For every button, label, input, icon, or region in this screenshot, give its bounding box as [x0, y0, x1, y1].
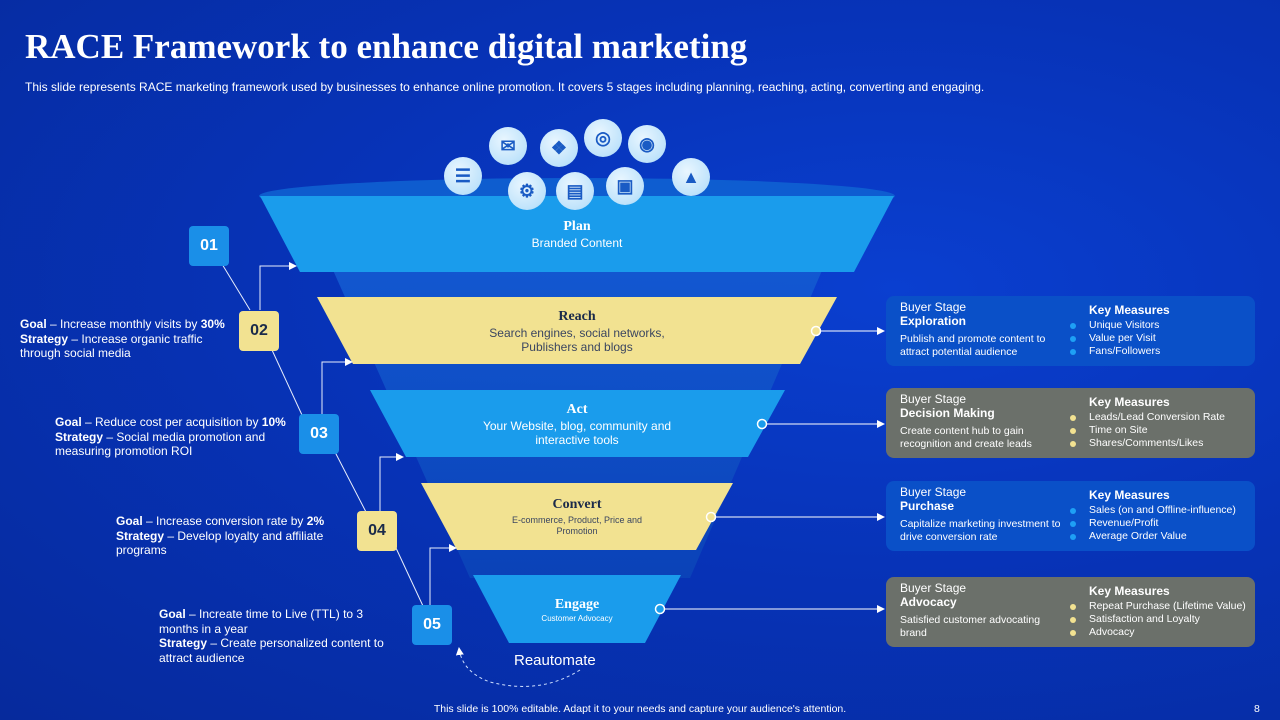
key-measure-item: Average Order Value — [1070, 530, 1236, 543]
stage-number-03: 03 — [299, 414, 339, 454]
growth-chart-icon: ▲ — [672, 158, 710, 196]
key-measure-item: Leads/Lead Conversion Rate — [1069, 411, 1226, 423]
key-measure-item: Value per Visit — [1069, 332, 1160, 345]
stage-reach-desc: Search engines, social networks, Publish… — [489, 326, 665, 354]
connector-03 — [334, 451, 367, 513]
goal-block-reach: Goal – Increase monthly visits by 30% St… — [20, 317, 225, 360]
stage-engage-name: Engage — [554, 597, 600, 612]
arrow-04 — [429, 544, 457, 606]
key-measure-item: Unique Visitors — [1069, 319, 1160, 331]
arrow-02 — [321, 358, 353, 415]
key-measure-item: Shares/Comments/Likes — [1069, 437, 1225, 450]
buyer-stage-name: Exploration — [900, 314, 967, 328]
stage-act-name: Act — [566, 402, 588, 417]
stage-convert-desc: E-commerce, Product, Price and Promotion — [511, 515, 643, 536]
key-measure-item: Fans/Followers — [1069, 345, 1161, 357]
stage-engage-desc: Customer Advocacy — [541, 614, 613, 623]
key-measures-list: Leads/Lead Conversion Rate Time on Site … — [1069, 411, 1226, 450]
stage-reach-name: Reach — [558, 309, 596, 324]
head-gear-icon: ⚙ — [508, 172, 546, 210]
key-measures-list: Unique Visitors Value per Visit Fans/Fol… — [1069, 319, 1161, 358]
card-dot-3 — [705, 511, 717, 523]
buyer-stage-desc: Publish and promote content to attract p… — [900, 333, 1046, 358]
reautomate-label: Reautomate — [514, 652, 596, 669]
key-measure-item: Time on Site — [1069, 424, 1225, 437]
buyer-stage-desc: Satisfied customer advocating brand — [900, 614, 1041, 639]
puzzle-icon: ❖ — [540, 129, 578, 167]
connector-01 — [221, 263, 251, 311]
goal-block-act: Goal – Reduce cost per acquisition by 10… — [55, 415, 286, 458]
buyer-stage-card-advocacy: Buyer Stage Advocacy Satisfied customer … — [886, 577, 1255, 647]
arrow-01 — [259, 262, 297, 310]
buyer-stage-card-decision-making: Buyer Stage Decision Making Create conte… — [886, 388, 1255, 458]
footer-note: This slide is 100% editable. Adapt it to… — [433, 703, 847, 715]
buyer-stage-name: Advocacy — [900, 595, 957, 609]
key-measures-list: Sales (on and Offline-influence) Revenue… — [1070, 504, 1236, 543]
stage-number-02: 02 — [239, 311, 279, 351]
card-dot-4 — [654, 603, 666, 615]
stage-band-reach — [317, 297, 837, 364]
goal-block-engage: Goal – Increate time to Live (TTL) to 3 … — [159, 607, 384, 665]
key-measures-title: Key Measures — [1089, 303, 1170, 317]
buyer-stage-name: Decision Making — [900, 406, 995, 420]
stage-plan-name: Plan — [563, 219, 591, 234]
slide-subtitle: This slide represents RACE marketing fra… — [25, 80, 985, 94]
stage-number-04: 04 — [357, 511, 397, 551]
presentation-icon: ▤ — [556, 172, 594, 210]
page-number: 8 — [1254, 703, 1260, 715]
buyer-stage-card-purchase: Buyer Stage Purchase Capitalize marketin… — [886, 481, 1255, 551]
buyer-stage-label: Buyer Stage — [900, 392, 967, 406]
buyer-stage-label: Buyer Stage — [900, 581, 967, 595]
key-measure-item: Revenue/Profit — [1070, 517, 1236, 530]
stage-number-01: 01 — [189, 226, 229, 266]
funnel-core — [300, 196, 854, 578]
stage-act-desc: Your Website, blog, community and intera… — [482, 419, 672, 447]
buyer-stage-name: Purchase — [900, 499, 955, 513]
stage-band-convert — [421, 483, 733, 550]
checklist-icon: ☰ — [444, 157, 482, 195]
buyer-stage-card-exploration: Buyer Stage Exploration Publish and prom… — [886, 296, 1255, 366]
buyer-stage-desc: Capitalize marketing investment to drive… — [900, 518, 1061, 543]
buyer-stage-label: Buyer Stage — [900, 300, 967, 314]
connector-04 — [395, 547, 424, 607]
stage-convert-name: Convert — [552, 497, 602, 512]
card-dot-2 — [756, 418, 768, 430]
stage-band-act — [370, 390, 785, 457]
key-measures-list: Repeat Purchase (Lifetime Value) Satisfa… — [1070, 600, 1246, 639]
key-measure-item: Satisfaction and Loyalty — [1070, 613, 1246, 626]
goal-block-convert: Goal – Increase conversion rate by 2% St… — [116, 514, 325, 557]
connector-02 — [271, 349, 303, 416]
key-measure-item: Advocacy — [1070, 626, 1246, 639]
stage-band-engage — [473, 575, 681, 643]
key-measure-item: Sales (on and Offline-influence) — [1070, 504, 1236, 516]
stage-plan-desc: Branded Content — [531, 236, 623, 250]
target-icon: ◎ — [584, 119, 622, 157]
buyer-stage-desc: Create content hub to gain recognition a… — [900, 425, 1032, 450]
connector-lines — [221, 262, 457, 607]
arrow-03 — [379, 453, 404, 512]
buyer-stage-label: Buyer Stage — [900, 485, 967, 499]
stage-number-05: 05 — [412, 605, 452, 645]
key-measures-title: Key Measures — [1089, 488, 1170, 502]
eye-icon: ◉ — [628, 125, 666, 163]
stage-band-plan — [260, 196, 894, 272]
key-measures-title: Key Measures — [1089, 395, 1170, 409]
reautomate-arrow — [455, 647, 581, 687]
network-icon: ▣ — [606, 167, 644, 205]
key-measure-item: Repeat Purchase (Lifetime Value) — [1070, 600, 1246, 612]
key-measures-title: Key Measures — [1089, 584, 1170, 598]
card-dot-1 — [810, 325, 822, 337]
slide-title: RACE Framework to enhance digital market… — [25, 27, 748, 66]
mail-icon: ✉ — [489, 127, 527, 165]
